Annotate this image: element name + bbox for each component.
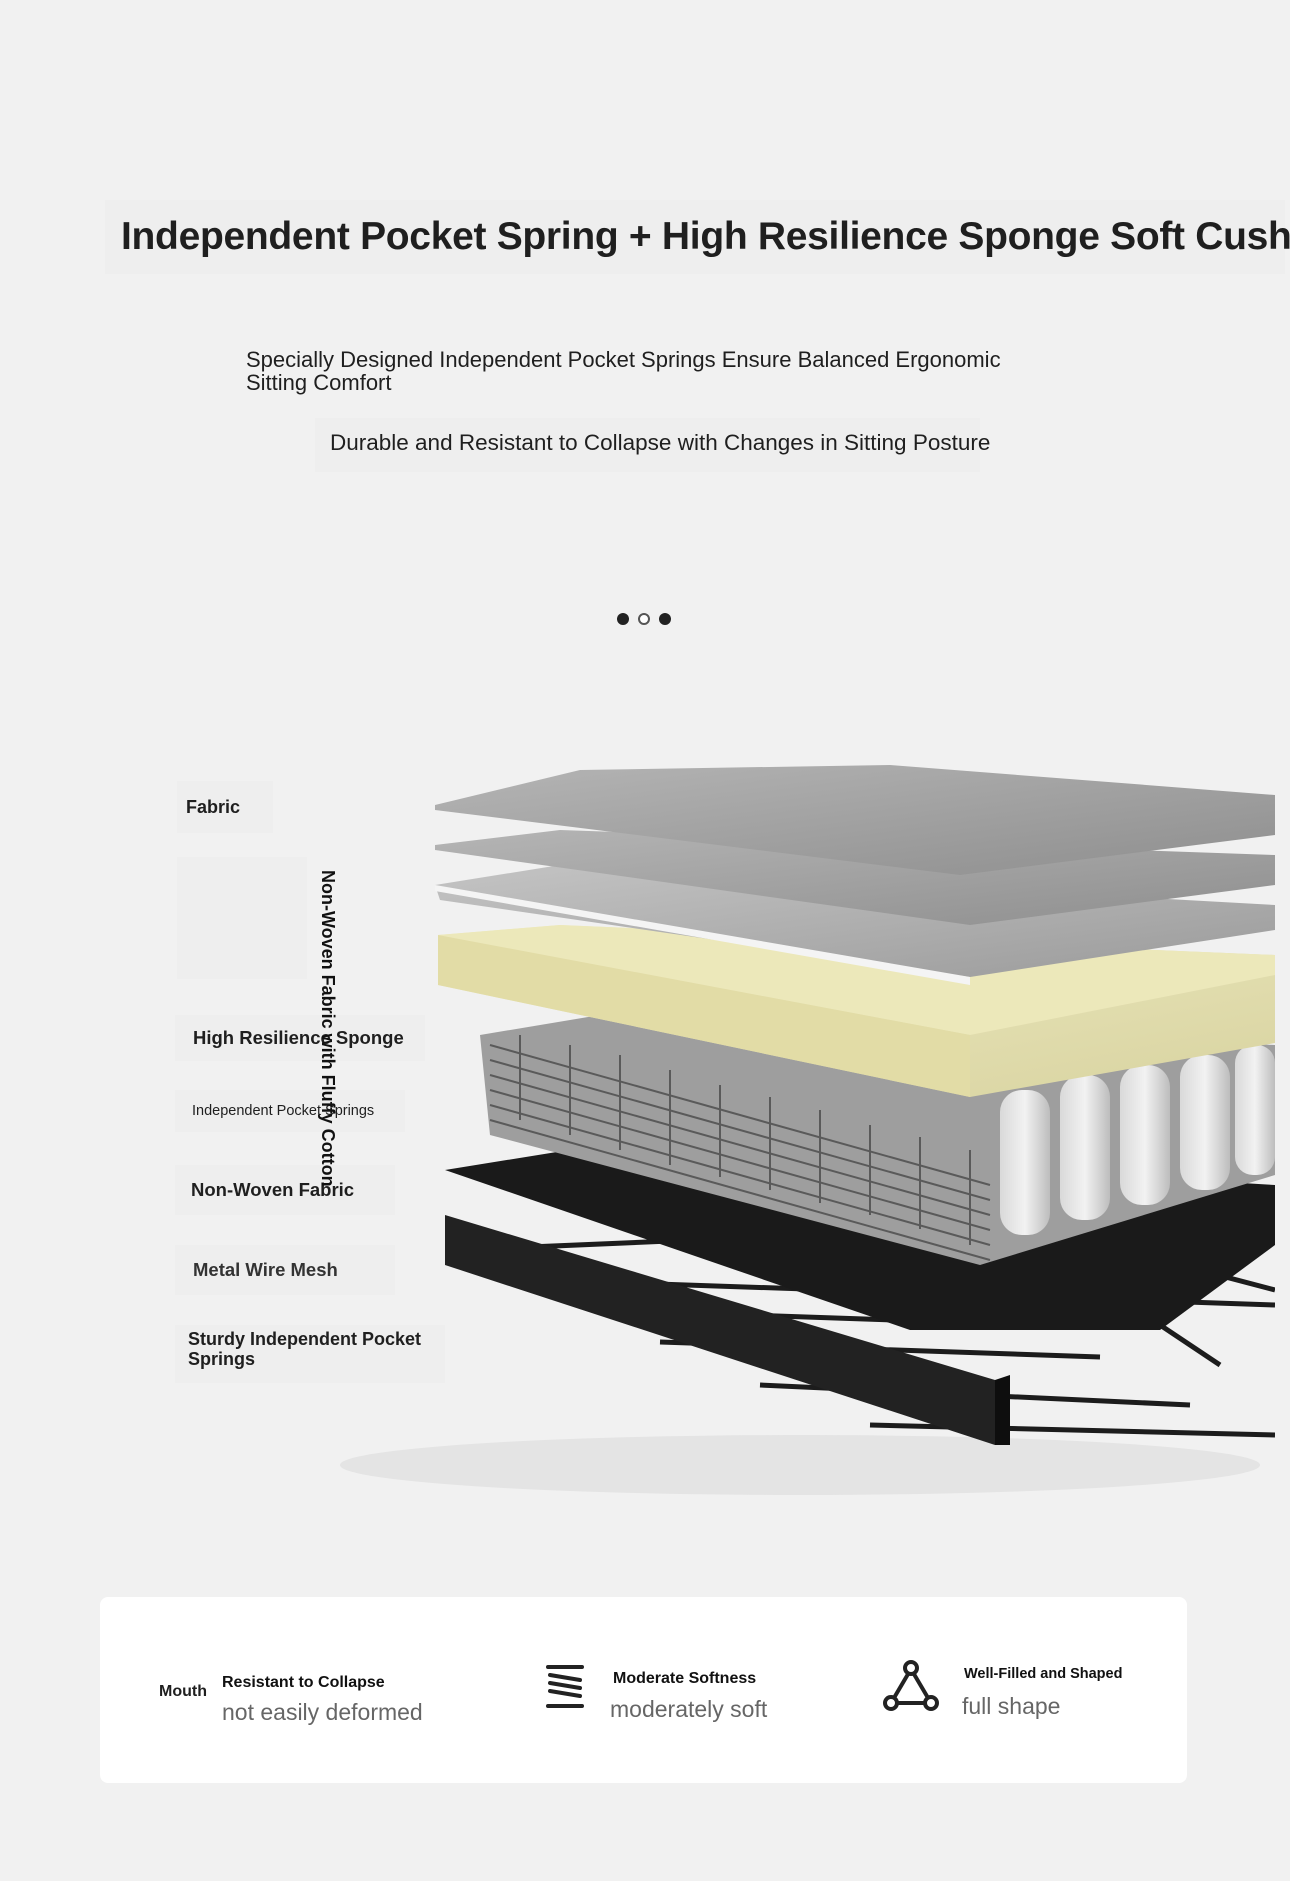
label-fabric: Fabric	[177, 781, 273, 833]
feature-shape-title: Well-Filled and Shaped	[964, 1666, 1123, 1682]
feature-softness-title: Moderate Softness	[613, 1670, 757, 1687]
feature-softness-desc: moderately soft	[610, 1696, 768, 1722]
label-non-woven-fluffy-cotton: Non-Woven Fabric with Fluffy Cotton	[318, 870, 338, 1187]
feature-shape-desc: full shape	[962, 1693, 1061, 1719]
cushion-exploded-diagram: Fabric High Resilience Sponge Independen…	[40, 745, 1276, 1505]
features-panel: Mouth Resistant to Collapse not easily d…	[100, 1597, 1187, 1783]
subtitle-ergonomic: Specially Designed Independent Pocket Sp…	[246, 347, 1001, 395]
feature-collapse-desc: not easily deformed	[222, 1699, 423, 1725]
triangle-nodes-icon	[883, 1660, 939, 1711]
label-non-woven-fabric: Non-Woven Fabric	[175, 1165, 395, 1215]
subtitle-durable: Durable and Resistant to Collapse with C…	[315, 418, 990, 472]
carousel-dot-2[interactable]	[638, 613, 650, 625]
label-independent-pocket-springs: Independent Pocket Springs	[175, 1090, 405, 1132]
spring-icon	[546, 1665, 584, 1708]
label-placeholder-box	[177, 857, 307, 979]
carousel-dot-1[interactable]	[617, 613, 629, 625]
cushion-layers-illustration	[340, 765, 1276, 1495]
mouth-icon: Mouth	[159, 1683, 207, 1700]
label-high-resilience-sponge: High Resilience Sponge	[175, 1015, 425, 1061]
carousel-dots	[615, 610, 675, 628]
page-title: Independent Pocket Spring + High Resilie…	[105, 200, 1290, 274]
carousel-dot-3[interactable]	[659, 613, 671, 625]
label-sturdy-pocket-springs: Sturdy Independent Pocket Springs	[175, 1325, 445, 1383]
spring-cylinders	[1000, 1045, 1275, 1235]
feature-collapse-title: Resistant to Collapse	[222, 1674, 385, 1691]
label-metal-wire-mesh: Metal Wire Mesh	[175, 1245, 395, 1295]
